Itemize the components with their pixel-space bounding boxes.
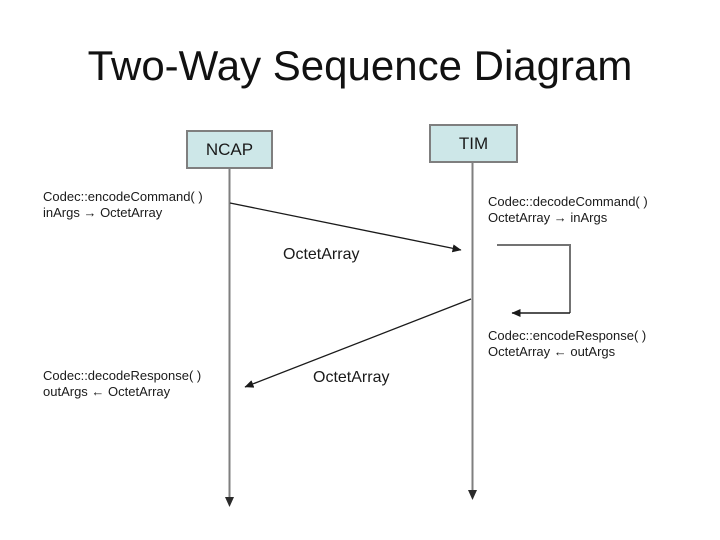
annotation-line: Codec::encodeResponse( ) [488, 328, 647, 343]
slide-title: Two-Way Sequence Diagram [87, 42, 633, 89]
actor-label-ncap: NCAP [205, 139, 254, 159]
annotation-line: OctetArray ← outArgs [488, 344, 616, 359]
annotation-decode-command: Codec::decodeCommand( ) OctetArray → inA… [488, 194, 648, 226]
annotation-line: outArgs ← OctetArray [43, 384, 171, 399]
annotation-line: Codec::encodeCommand( ) [43, 189, 203, 204]
message-arrow-decode-response [244, 298, 472, 388]
annotation-encode-command: Codec::encodeCommand( ) inArgs → OctetAr… [43, 189, 203, 221]
message-label-octetarray-2: OctetArray [313, 369, 390, 386]
annotation-line: Codec::decodeResponse( ) [43, 368, 202, 383]
message-arrow-encode-command [229, 202, 462, 253]
message-label-octetarray-1: OctetArray [283, 246, 360, 263]
annotation-line: inArgs → OctetArray [43, 205, 163, 220]
annotation-encode-response: Codec::encodeResponse( ) OctetArray ← ou… [488, 328, 646, 360]
annotation-line: Codec::decodeCommand( ) [488, 194, 648, 209]
self-loop-line [497, 244, 571, 313]
ncap-box [186, 130, 273, 169]
annotation-decode-response: Codec::decodeResponse( ) outArgs ← Octet… [43, 368, 201, 400]
actor-label-tim: TIM [458, 133, 489, 153]
tim-box [429, 124, 518, 163]
annotation-line: OctetArray → inArgs [488, 210, 608, 225]
